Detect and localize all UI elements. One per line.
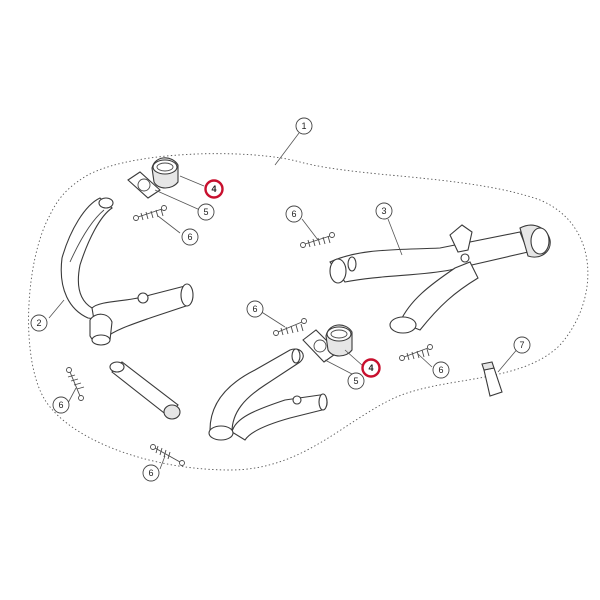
callout-1-label: 1 — [301, 121, 306, 131]
center-tube — [109, 361, 181, 420]
part-6-spring-c — [273, 318, 307, 336]
part-6-spring-a — [133, 205, 167, 221]
part-6-spring-f — [150, 444, 185, 466]
highlight-ring — [204, 179, 224, 199]
callout-5-upper: 5 — [197, 203, 215, 221]
callout-6-e: 6 — [52, 396, 70, 414]
callout-6-c: 6 — [246, 300, 264, 318]
callout-3-label: 3 — [381, 206, 386, 216]
callout-4-upper-label: 4 — [211, 184, 216, 194]
callout-6-a-label: 6 — [187, 232, 192, 242]
leader-lines — [48, 132, 520, 470]
callout-5-lower-label: 5 — [353, 376, 358, 386]
callout-5-lower: 5 — [347, 372, 365, 390]
part-4-5-lower-seal — [302, 324, 353, 363]
lower-y-header — [208, 348, 328, 441]
part-7-sealant-tube — [481, 361, 503, 397]
callout-6-d: 6 — [432, 361, 450, 379]
callout-3: 3 — [375, 202, 393, 220]
callout-6-f: 6 — [142, 464, 160, 482]
part-4-5-upper-seal — [127, 157, 179, 199]
part-6-spring-e — [66, 367, 85, 401]
callout-6-c-label: 6 — [252, 304, 257, 314]
part-3-rear-y-pipe — [329, 224, 551, 334]
callout-6-a: 6 — [181, 228, 199, 246]
callout-6-b-label: 6 — [291, 209, 296, 219]
callout-6-f-label: 6 — [148, 468, 153, 478]
callout-2: 2 — [30, 314, 48, 332]
callout-4-lower-highlighted: 4 — [361, 358, 381, 378]
callout-2-label: 2 — [36, 318, 41, 328]
callout-5-upper-label: 5 — [203, 207, 208, 217]
part-2-front-header-pipe — [60, 197, 194, 346]
callout-4-upper-highlighted: 4 — [204, 179, 224, 199]
callout-7-label: 7 — [519, 340, 524, 350]
callout-6-b: 6 — [285, 205, 303, 223]
kit-boundary-outline — [28, 153, 589, 471]
callout-1: 1 — [295, 117, 313, 135]
callout-6-e-label: 6 — [58, 400, 63, 410]
highlight-ring — [361, 358, 381, 378]
part-6-spring-d — [399, 344, 433, 361]
callout-4-lower-label: 4 — [368, 363, 373, 373]
callout-6-d-label: 6 — [438, 365, 443, 375]
callout-7: 7 — [513, 336, 531, 354]
